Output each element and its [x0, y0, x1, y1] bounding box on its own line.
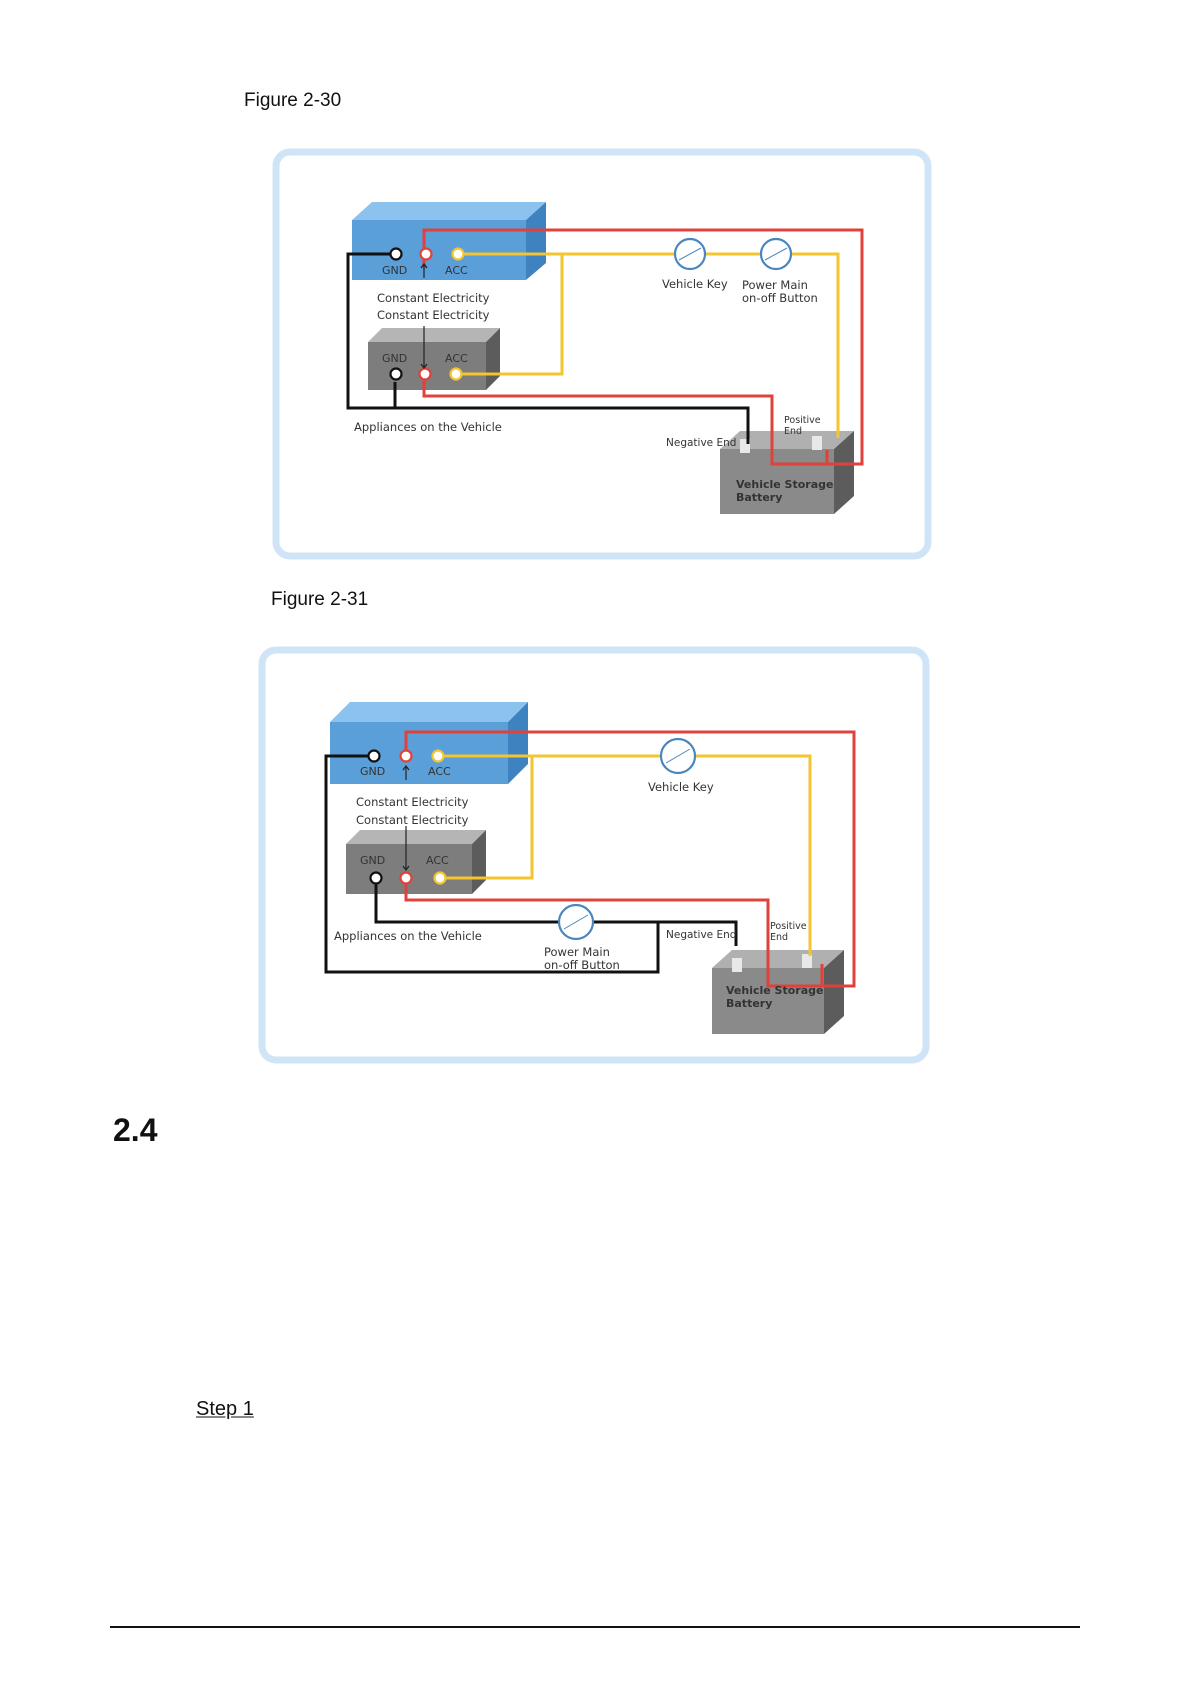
gnd-terminal-icon — [367, 749, 381, 763]
battery-label: Battery — [726, 997, 772, 1010]
gnd-terminal-icon — [389, 247, 403, 261]
positive-end-label: End — [770, 932, 788, 943]
wiring-diagram: GND ACC Constant Electricity Constant El… — [272, 148, 932, 560]
vehicle-storage-battery — [720, 431, 854, 514]
black-wire — [346, 252, 750, 444]
power-main-switch-icon — [759, 237, 793, 271]
wiring-diagram: GND ACC Constant Electricity Constant El… — [258, 646, 930, 1064]
yellow-wire-appliance — [456, 254, 564, 376]
up-arrow-icon — [402, 765, 410, 780]
acc-label: ACC — [428, 765, 451, 778]
constant-terminal-icon — [399, 749, 413, 763]
positive-end-label: Positive — [784, 415, 821, 426]
negative-end-label: Negative End — [666, 929, 736, 941]
gnd-label: GND — [360, 854, 385, 867]
acc-terminal-icon — [431, 749, 445, 763]
vehicle-key-switch-icon — [659, 737, 697, 775]
acc-terminal-icon — [449, 367, 463, 381]
vehicle-key-label: Vehicle Key — [662, 277, 728, 291]
down-arrow-icon — [402, 826, 410, 871]
gnd-terminal-icon — [389, 367, 403, 381]
constant-terminal-icon — [399, 871, 413, 885]
constant-electricity-label: Constant Electricity — [356, 795, 469, 809]
black-wire — [324, 754, 738, 974]
acc-terminal-icon — [433, 871, 447, 885]
positive-end-label: End — [784, 426, 802, 437]
red-wire — [404, 730, 856, 988]
vehicle-key-switch-icon — [673, 237, 707, 271]
footer-rule — [110, 1626, 1080, 1628]
yellow-wire — [458, 252, 840, 438]
battery-label: Battery — [736, 491, 782, 504]
acc-label: ACC — [426, 854, 449, 867]
power-main-label: Power Main — [742, 278, 808, 292]
red-wire-appliance — [422, 376, 828, 466]
battery-label: Vehicle Storage — [726, 984, 823, 997]
red-wire-appliance — [404, 878, 824, 988]
gnd-label: GND — [382, 352, 407, 365]
acc-label: ACC — [445, 264, 468, 277]
yellow-wire — [438, 754, 812, 956]
power-main-label: on-off Button — [544, 958, 620, 972]
constant-terminal-icon — [418, 367, 432, 381]
acc-label: ACC — [445, 352, 468, 365]
section-number: 2.4 — [113, 1112, 158, 1148]
power-main-label: Power Main — [544, 945, 610, 959]
gnd-terminal-icon — [369, 871, 383, 885]
power-main-switch-icon — [557, 903, 595, 941]
power-main-label: on-off Button — [742, 291, 818, 305]
constant-terminal-icon — [419, 247, 433, 261]
positive-end-label: Positive — [770, 921, 807, 932]
yellow-wire-appliance — [440, 756, 534, 880]
down-arrow-icon — [420, 326, 428, 369]
appliances-label: Appliances on the Vehicle — [334, 929, 482, 943]
vehicle-storage-battery — [712, 950, 844, 1034]
acc-terminal-icon — [451, 247, 465, 261]
negative-end-label: Negative End — [666, 437, 736, 449]
appliance-device — [346, 830, 486, 894]
battery-label: Vehicle Storage — [736, 478, 833, 491]
figure-caption: Figure 2-30 — [244, 90, 342, 111]
up-arrow-icon — [420, 263, 428, 278]
step-label: Step 1 — [196, 1398, 254, 1420]
constant-electricity-label: Constant Electricity — [356, 813, 469, 827]
constant-electricity-label: Constant Electricity — [377, 291, 490, 305]
gnd-label: GND — [360, 765, 385, 778]
constant-electricity-label: Constant Electricity — [377, 308, 490, 322]
figure-caption: Figure 2-31 — [271, 589, 369, 610]
appliances-label: Appliances on the Vehicle — [354, 420, 502, 434]
vehicle-key-label: Vehicle Key — [648, 780, 714, 794]
red-wire — [422, 228, 864, 466]
gnd-label: GND — [382, 264, 407, 277]
